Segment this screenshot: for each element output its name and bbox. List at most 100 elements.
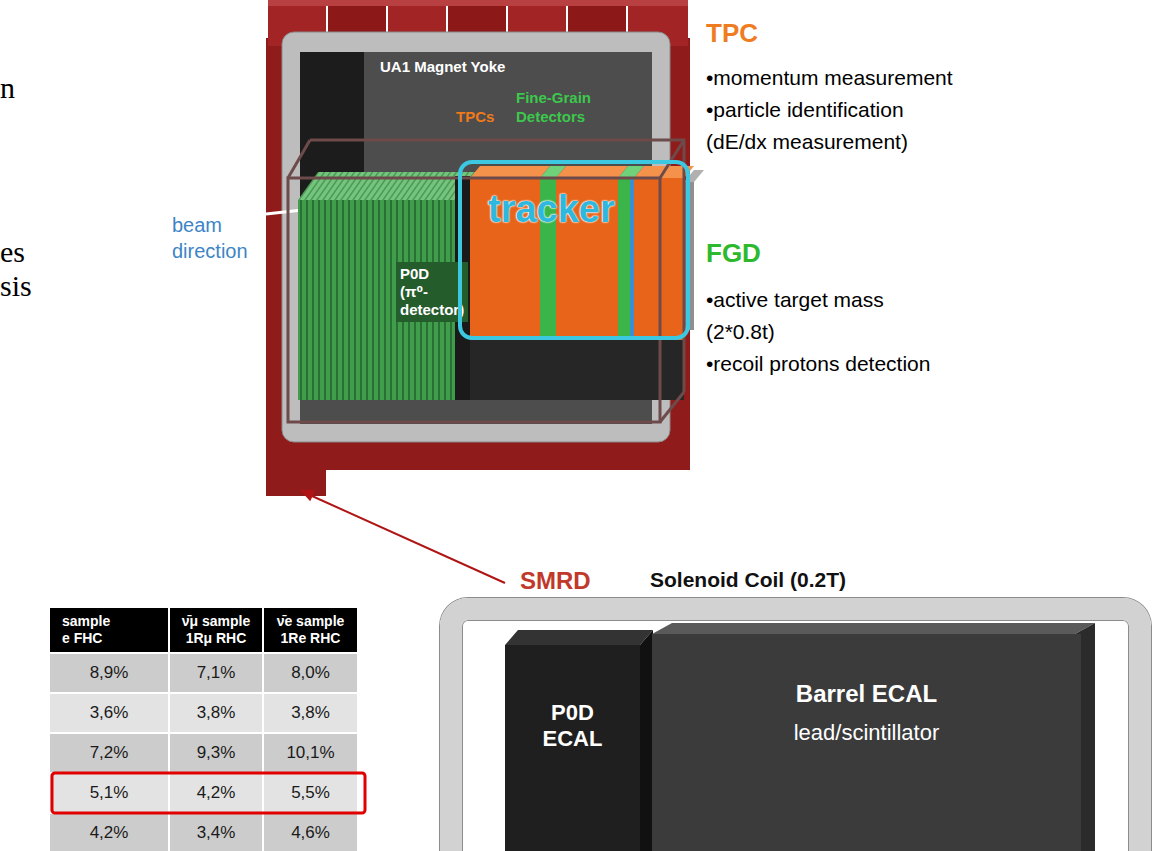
table-cell-value: 7,1% [197, 663, 236, 683]
cut-off-text-holder: sis [0, 268, 32, 304]
table-cell-value: 4,2% [197, 783, 236, 803]
table-header-holder: sample e FHC [60, 608, 116, 652]
yoke-foot [266, 468, 326, 496]
basket-base [470, 340, 684, 400]
p0d-ecal-block: P0D ECAL [505, 645, 640, 851]
table-cell-value-holder: 8,0% [264, 654, 357, 692]
bullet-text: •momentum measurement [706, 62, 953, 94]
table-cell-value: 4,2% [90, 823, 129, 843]
part-label: SMRD [520, 566, 591, 595]
table-cell-value-holder: 5,1% [50, 774, 168, 812]
frame-strut [660, 140, 684, 178]
table-cell-value: 9,3% [197, 743, 236, 763]
table-cell-value-holder: 7,2% [50, 734, 168, 772]
tpc-top [470, 166, 550, 178]
yoke-body [266, 38, 690, 470]
table-cell-value-holder: 9,3% [170, 734, 262, 772]
bullet-text-holder: •active target mass (2*0.8t) [706, 284, 936, 348]
table-cell-value: 5,1% [90, 783, 129, 803]
table-cell-value: 3,8% [197, 703, 236, 723]
table-cell-value-holder: 4,2% [50, 814, 168, 851]
table-cell-value-holder: 8,9% [50, 654, 168, 692]
table-cell-value: 4,6% [291, 823, 330, 843]
part-label-holder: TPCs [456, 108, 494, 126]
cut-off-text: n [0, 70, 15, 106]
table-header-cell [50, 608, 168, 652]
table-cell-value-holder: 5,5% [264, 774, 357, 812]
smrd-leader [312, 496, 505, 583]
cut-off-text: es [0, 234, 25, 270]
p0d-top-face [298, 172, 477, 200]
cut-off-text: sis [0, 268, 32, 304]
table-cell [170, 694, 262, 732]
section-heading: TPC [706, 18, 758, 49]
table-cell [264, 654, 357, 692]
bullet-text: •recoil protons detection [706, 348, 930, 380]
bullet-text-holder: •momentum measurement [706, 62, 953, 94]
frame-front [288, 178, 660, 422]
bullet-text: •particle identification (dE/dx measurem… [706, 94, 956, 158]
table-cell-value: 8,0% [291, 663, 330, 683]
part-name: Barrel ECAL [652, 680, 1081, 708]
frame-strut [660, 392, 684, 422]
table-header: ν̄e sample 1Re RHC [266, 613, 355, 647]
part-name: Solenoid Coil (0.2T) [650, 568, 846, 592]
table-cell [50, 734, 168, 772]
table-cell [170, 774, 262, 812]
solenoid-coil: Solenoid Coil (0.2T)P0D ECALBarrel ECALl… [440, 598, 1151, 851]
part-material: lead/scintillator [652, 720, 1081, 746]
region-name: tracker [488, 188, 615, 231]
table-cell [264, 774, 357, 812]
magnet-yoke: UA1 Magnet Yoke [266, 38, 690, 470]
magnet-yoke-drawing [266, 0, 690, 496]
table-cell-value-holder: 10,1% [264, 734, 357, 772]
smrd-leader-head [300, 490, 315, 501]
table-header: ν̄μ sample 1Rμ RHC [172, 613, 260, 647]
p0d-ecal-top [505, 630, 653, 645]
table-cell [50, 814, 168, 851]
table-cell [50, 694, 168, 732]
part-description: (π⁰-detector) [400, 283, 464, 319]
table-cell-value: 3,8% [291, 703, 330, 723]
part-label-holder: Fine-Grain Detectors [516, 88, 616, 126]
part-name: UA1 Magnet Yoke [380, 58, 505, 75]
table-cell [264, 734, 357, 772]
table-cell-value: 3,4% [197, 823, 236, 843]
tpc-top [556, 166, 628, 178]
cut-off-text-holder: es [0, 234, 25, 270]
beam-label: beam direction [172, 212, 262, 264]
table-cell-value: 3,6% [90, 703, 129, 723]
part-name: P0D [400, 265, 464, 283]
bullet-text: •active target mass (2*0.8t) [706, 284, 936, 348]
table-cell-value-holder: 7,1% [170, 654, 262, 692]
table-header: sample e FHC [62, 613, 114, 647]
table-cell-value-holder: 4,2% [170, 774, 262, 812]
table-cell-value: 5,5% [291, 783, 330, 803]
systematics-table [50, 608, 365, 851]
table-cell-value: 10,1% [286, 743, 334, 763]
part-label-holder: SMRD [520, 566, 591, 595]
section-heading: FGD [706, 238, 761, 269]
table-cell-value-holder: 3,8% [170, 694, 262, 732]
barrel-ecal-block: Barrel ECAL lead/scintillator [652, 634, 1081, 851]
frame-strut [288, 140, 310, 178]
beam-label-holder: beam direction [172, 212, 262, 264]
yoke-top-edge [268, 0, 688, 6]
table-header-holder: ν̄μ sample 1Rμ RHC [170, 608, 262, 652]
table-cell-value-holder: 3,8% [264, 694, 357, 732]
part-label: TPCs [456, 108, 494, 126]
table-cell [170, 814, 262, 851]
table-cell-value: 7,2% [90, 743, 129, 763]
table-cell-value-holder: 4,6% [264, 814, 357, 851]
highlight-box [52, 773, 365, 813]
table-header-cell [170, 608, 262, 652]
table-cell-value: 8,9% [90, 663, 129, 683]
fgd-strip [630, 178, 634, 340]
barrel-ecal-top [652, 623, 1095, 634]
basket-frame [288, 140, 684, 422]
table-cell [264, 694, 357, 732]
table-cell-value-holder: 3,4% [170, 814, 262, 851]
tracker-box: tracker [458, 160, 690, 340]
table-cell [170, 734, 262, 772]
